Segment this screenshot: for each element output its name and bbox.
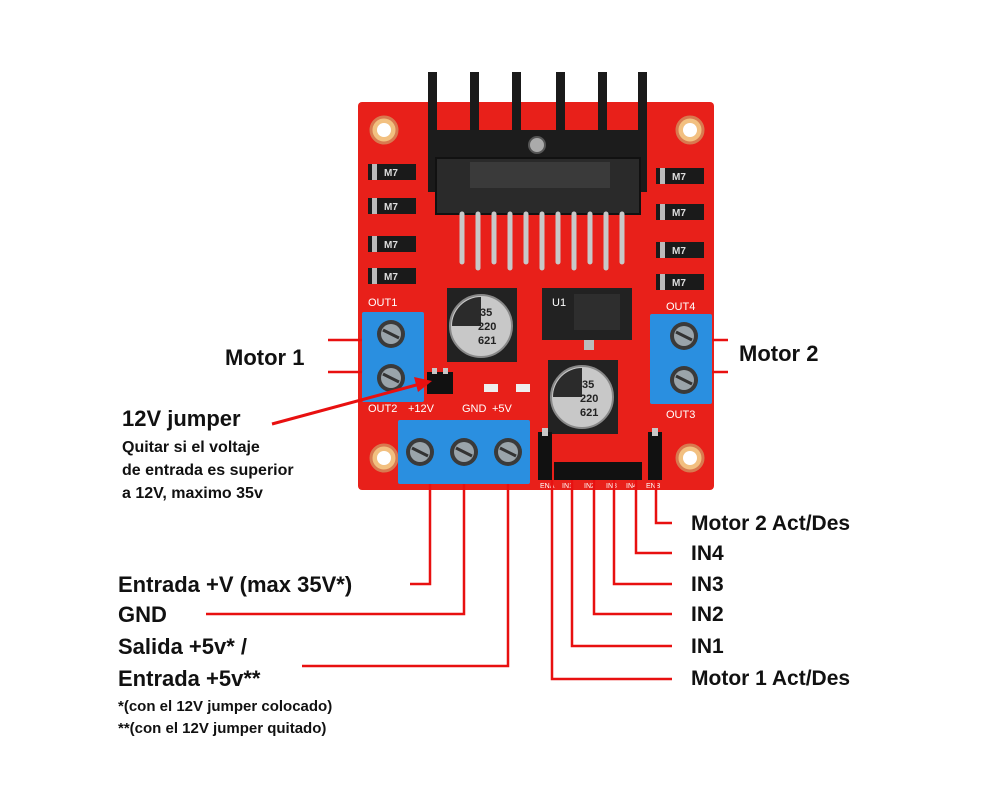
note-jumper-removed: **(con el 12V jumper quitado) xyxy=(118,720,327,737)
svg-text:M7: M7 xyxy=(672,208,686,219)
jumper-arrowhead xyxy=(414,377,432,392)
svg-text:IN4: IN4 xyxy=(626,483,637,490)
note-jumper-placed: *(con el 12V jumper colocado) xyxy=(118,698,333,715)
jumper-arrow xyxy=(271,382,421,426)
svg-text:OUT3: OUT3 xyxy=(666,409,695,421)
svg-text:GND: GND xyxy=(462,403,487,415)
motor1-label: Motor 1 xyxy=(225,345,305,370)
jumper-12v xyxy=(427,368,453,394)
svg-text:M7: M7 xyxy=(384,202,398,213)
heatsink xyxy=(428,72,647,215)
diodes xyxy=(368,164,704,290)
in4-label: IN4 xyxy=(691,542,724,565)
svg-text:220: 220 xyxy=(580,393,598,405)
motor2-act-label: Motor 2 Act/Des xyxy=(691,512,851,535)
jumper-desc-line-3: a 12V, maximo 35v xyxy=(122,485,263,502)
motor2-label: Motor 2 xyxy=(739,341,819,366)
leader-lines xyxy=(206,338,728,681)
svg-text:M7: M7 xyxy=(672,246,686,257)
svg-text:OUT2: OUT2 xyxy=(368,403,397,415)
svg-text:ENA: ENA xyxy=(540,483,555,490)
smd-led xyxy=(484,384,498,392)
diode-marks: M7 M7 M7 M7 M7 M7 M7 M7 xyxy=(384,168,686,289)
svg-text:+12V: +12V xyxy=(408,403,435,415)
svg-text:621: 621 xyxy=(580,407,598,419)
svg-text:IN1: IN1 xyxy=(562,483,573,490)
u1-label: U1 xyxy=(552,297,566,309)
svg-text:M7: M7 xyxy=(384,272,398,283)
entrada-5v-label: Entrada +5v** xyxy=(118,666,261,691)
svg-text:220: 220 xyxy=(478,321,496,333)
capacitor-left xyxy=(447,288,517,362)
svg-text:35: 35 xyxy=(480,307,492,319)
svg-text:M7: M7 xyxy=(672,278,686,289)
svg-text:IN2: IN2 xyxy=(584,483,595,490)
jumper-title: 12V jumper xyxy=(122,406,241,431)
svg-text:+5V: +5V xyxy=(492,403,513,415)
silkscreen-labels: OUT1 OUT4 OUT2 OUT3 +12V GND +5V xyxy=(368,297,695,421)
svg-text:621: 621 xyxy=(478,335,496,347)
terminal-power xyxy=(398,420,530,484)
entrada-v-label: Entrada +V (max 35V*) xyxy=(118,572,353,597)
svg-text:OUT4: OUT4 xyxy=(666,301,695,313)
motor1-act-label: Motor 1 Act/Des xyxy=(691,667,851,690)
mounting-holes xyxy=(369,115,705,473)
salida-5v-label: Salida +5v* / xyxy=(118,634,248,659)
svg-text:M7: M7 xyxy=(384,240,398,251)
terminal-out3-out4 xyxy=(650,314,712,404)
jumper-desc-line-2: de entrada es superior xyxy=(122,462,294,479)
ic-pins xyxy=(459,211,625,271)
svg-text:IN3: IN3 xyxy=(606,483,617,490)
svg-text:35: 35 xyxy=(582,379,594,391)
svg-text:ENB: ENB xyxy=(646,483,661,490)
capacitor-right xyxy=(548,360,618,434)
jumper-description: Quitar si el voltaje de entrada es super… xyxy=(122,436,294,505)
header-pin-labels: ENA IN1 IN2 IN3 IN4 ENB xyxy=(540,483,661,490)
svg-text:OUT1: OUT1 xyxy=(368,297,397,309)
smd-led-2 xyxy=(516,384,530,392)
in2-label: IN2 xyxy=(691,603,724,626)
capacitor-text: 35 220 621 35 220 621 xyxy=(478,307,598,419)
pin-header xyxy=(538,428,662,480)
svg-text:M7: M7 xyxy=(672,172,686,183)
in3-label: IN3 xyxy=(691,573,724,596)
in1-label: IN1 xyxy=(691,635,724,658)
voltage-regulator xyxy=(542,288,632,350)
jumper-desc-line-1: Quitar si el voltaje xyxy=(122,439,260,456)
svg-text:M7: M7 xyxy=(384,168,398,179)
gnd-label: GND xyxy=(118,602,167,627)
terminal-out1-out2 xyxy=(362,312,424,402)
